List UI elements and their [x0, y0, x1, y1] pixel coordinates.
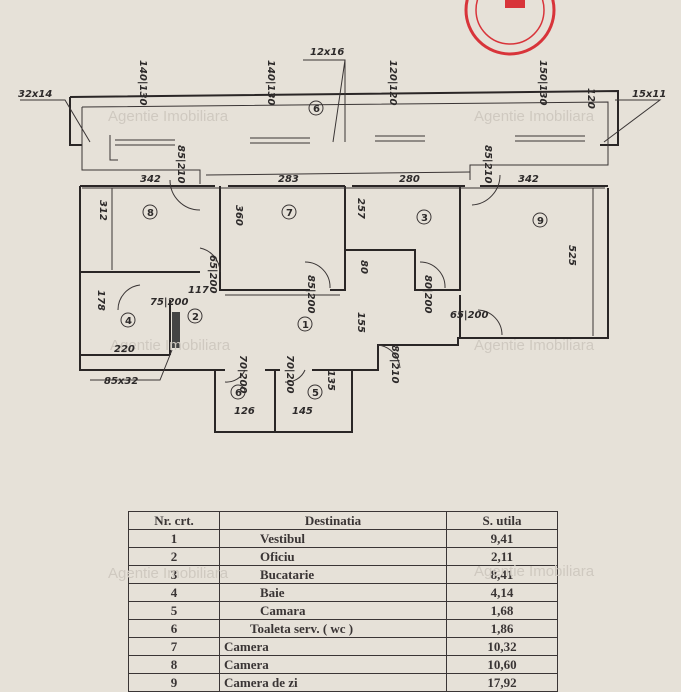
dim-label: 32x14 — [18, 89, 52, 100]
door-label: 85|210 — [482, 145, 493, 183]
door-label: 65|200 — [450, 310, 488, 321]
dim-label: 126 — [234, 406, 255, 417]
room-number: 6 — [313, 104, 320, 115]
door-label: 70|200 — [237, 355, 248, 393]
dim-label: 360 — [233, 205, 244, 226]
cell-destinatia: Camara — [219, 601, 447, 620]
dim-label: 342 — [518, 174, 539, 185]
cell-destinatia: Bucatarie — [219, 565, 447, 584]
header-suprafata: S. utila — [446, 511, 558, 530]
watermark: Agentie Imobiliara — [474, 563, 595, 580]
dim-label: 117 — [188, 285, 209, 296]
header-nr: Nr. crt. — [128, 511, 220, 530]
room-number: 4 — [125, 316, 132, 327]
door-label: 80|200 — [422, 275, 433, 313]
room-number: 8 — [147, 208, 154, 219]
dim-label: 145 — [292, 406, 313, 417]
dim-label: 525 — [566, 245, 577, 266]
door-label: 70|200 — [284, 355, 295, 393]
dim-label: 12x16 — [310, 47, 344, 58]
dim-label: 120 — [585, 88, 596, 109]
watermark: Agentie Imobiliara — [474, 337, 595, 354]
dim-label: 80 — [358, 260, 369, 274]
dim-label: 257 — [355, 198, 366, 219]
dim-label: 120|120 — [387, 60, 398, 105]
dim-label: 150|130 — [537, 60, 548, 105]
cell-nr: 5 — [128, 601, 220, 620]
cell-nr: 4 — [128, 583, 220, 602]
door-label: 85|200 — [305, 275, 316, 313]
cadastre-stamp — [464, 0, 556, 56]
cell-area: 10,32 — [446, 637, 558, 656]
cell-nr: 6 — [128, 619, 220, 638]
dim-label: 342 — [140, 174, 161, 185]
room-number: 7 — [286, 208, 293, 219]
room-number: 9 — [537, 216, 544, 227]
room-number: 3 — [421, 213, 428, 224]
dim-label: 280 — [399, 174, 420, 185]
room-number: 2 — [192, 312, 199, 323]
dim-label: 140|130 — [265, 60, 276, 105]
dim-label: 85x32 — [104, 376, 138, 387]
door-label: 85|210 — [175, 145, 186, 183]
header-destinatia: Destinatia — [219, 511, 447, 530]
dim-label: 220 — [114, 344, 135, 355]
dim-label: 178 — [95, 290, 106, 311]
cell-nr: 1 — [128, 529, 220, 548]
table-header-row: Nr. crt. Destinatia S. utila — [128, 511, 558, 530]
room-number: 6 — [235, 388, 242, 399]
cell-destinatia: Camera de zi — [219, 673, 447, 692]
cell-nr: 7 — [128, 637, 220, 656]
cell-area: 1,68 — [446, 601, 558, 620]
watermark: Agentie Imobiliara — [110, 337, 231, 354]
dim-label: 312 — [97, 200, 108, 221]
dim-label: 135 — [325, 370, 336, 391]
watermark: Agentie Imobiliara — [474, 108, 595, 125]
door-label: 80|210 — [389, 345, 400, 383]
door-label: 65|200 — [207, 255, 218, 293]
cell-nr: 8 — [128, 655, 220, 674]
cell-area: 9,41 — [446, 529, 558, 548]
door-label: 75|200 — [150, 297, 188, 308]
cell-destinatia: Vestibul — [219, 529, 447, 548]
dim-label: 155 — [355, 312, 366, 333]
dim-label: 283 — [278, 174, 299, 185]
dim-label: 15x11 — [632, 89, 666, 100]
room-number: 1 — [302, 320, 309, 331]
cell-area: 10,60 — [446, 655, 558, 674]
dim-label: 140|130 — [137, 60, 148, 105]
cell-destinatia: Oficiu — [219, 547, 447, 566]
cell-destinatia: Camera — [219, 655, 447, 674]
cell-area: 17,92 — [446, 673, 558, 692]
watermark: Agentie Imobiliara — [108, 108, 229, 125]
cell-area: 1,86 — [446, 619, 558, 638]
cell-destinatia: Camera — [219, 637, 447, 656]
cell-nr: 2 — [128, 547, 220, 566]
floor-plan: Agentie Imobiliara Agentie Imobiliara Ag… — [18, 0, 666, 433]
cell-destinatia: Toaleta serv. ( wc ) — [219, 619, 447, 638]
walls — [20, 59, 662, 433]
watermark: Agentie Imobiliara — [108, 565, 229, 582]
room-markers: 6 1 2 3 4 5 6 7 8 9 — [120, 100, 548, 400]
room-number: 5 — [312, 388, 319, 399]
cell-destinatia: Baie — [219, 583, 447, 602]
cell-nr: 9 — [128, 673, 220, 692]
cell-area: 4,14 — [446, 583, 558, 602]
